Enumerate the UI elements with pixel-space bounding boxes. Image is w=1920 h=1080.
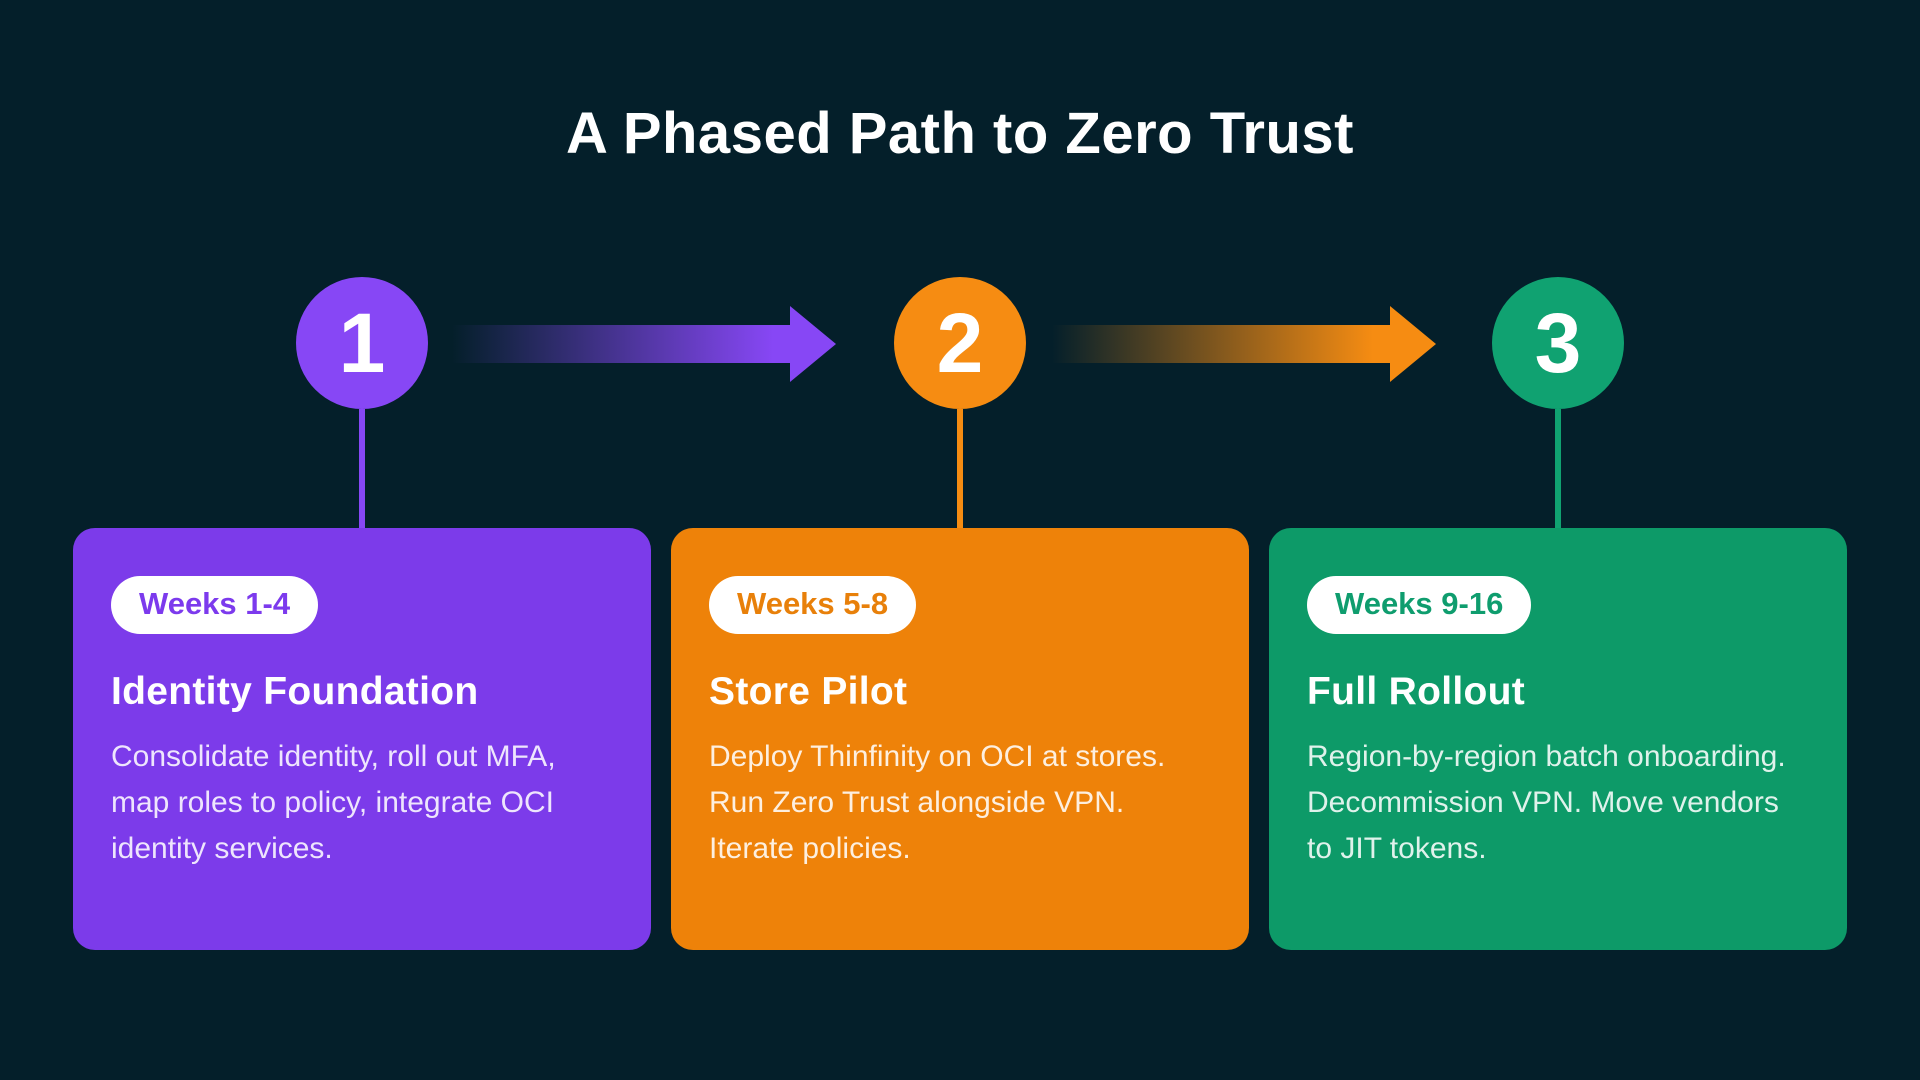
phase-2-column: 2 Weeks 5-8 Store Pilot Deploy Thinfinit… bbox=[671, 0, 1249, 1080]
phase-3-column: 3 Weeks 9-16 Full Rollout Region-by-regi… bbox=[1269, 0, 1847, 1080]
phase-2-connector-line bbox=[957, 409, 963, 528]
phase-2-title: Store Pilot bbox=[709, 670, 908, 713]
phase-1-card: Weeks 1-4 Identity Foundation Consolidat… bbox=[73, 528, 651, 950]
phase-2-card: Weeks 5-8 Store Pilot Deploy Thinfinity … bbox=[671, 528, 1249, 950]
phase-1-step-circle: 1 bbox=[296, 277, 428, 409]
phase-1-column: 1 Weeks 1-4 Identity Foundation Consolid… bbox=[73, 0, 651, 1080]
phase-3-card: Weeks 9-16 Full Rollout Region-by-region… bbox=[1269, 528, 1847, 950]
arrow-head-icon bbox=[1390, 306, 1436, 382]
page-title: A Phased Path to Zero Trust bbox=[565, 101, 1355, 166]
phase-3-number: 3 bbox=[1534, 296, 1582, 390]
phase-1-connector-line bbox=[359, 409, 365, 528]
phase-2-weeks-badge: Weeks 5-8 bbox=[709, 576, 917, 634]
phase-1-title: Identity Foundation bbox=[111, 670, 479, 713]
phase-3-title: Full Rollout bbox=[1307, 670, 1526, 713]
phase-1-description: Consolidate identity, roll out MFA, map … bbox=[111, 740, 556, 865]
phase-3-connector-line bbox=[1555, 409, 1561, 528]
phase-1-number: 1 bbox=[338, 296, 386, 390]
phase-2-number: 2 bbox=[936, 296, 984, 390]
arrow-shaft bbox=[452, 325, 790, 363]
phase-3-weeks-badge: Weeks 9-16 bbox=[1307, 576, 1532, 634]
phase-3-description: Region-by-region batch onboarding. Decom… bbox=[1307, 740, 1786, 865]
phase-2-description: Deploy Thinfinity on OCI at stores. Run … bbox=[709, 740, 1166, 865]
arrow-head-icon bbox=[790, 306, 836, 382]
phase-2-step-circle: 2 bbox=[894, 277, 1026, 409]
phase-3-step-circle: 3 bbox=[1492, 277, 1624, 409]
phase-1-weeks-badge: Weeks 1-4 bbox=[111, 576, 319, 634]
arrow-shaft bbox=[1052, 325, 1390, 363]
